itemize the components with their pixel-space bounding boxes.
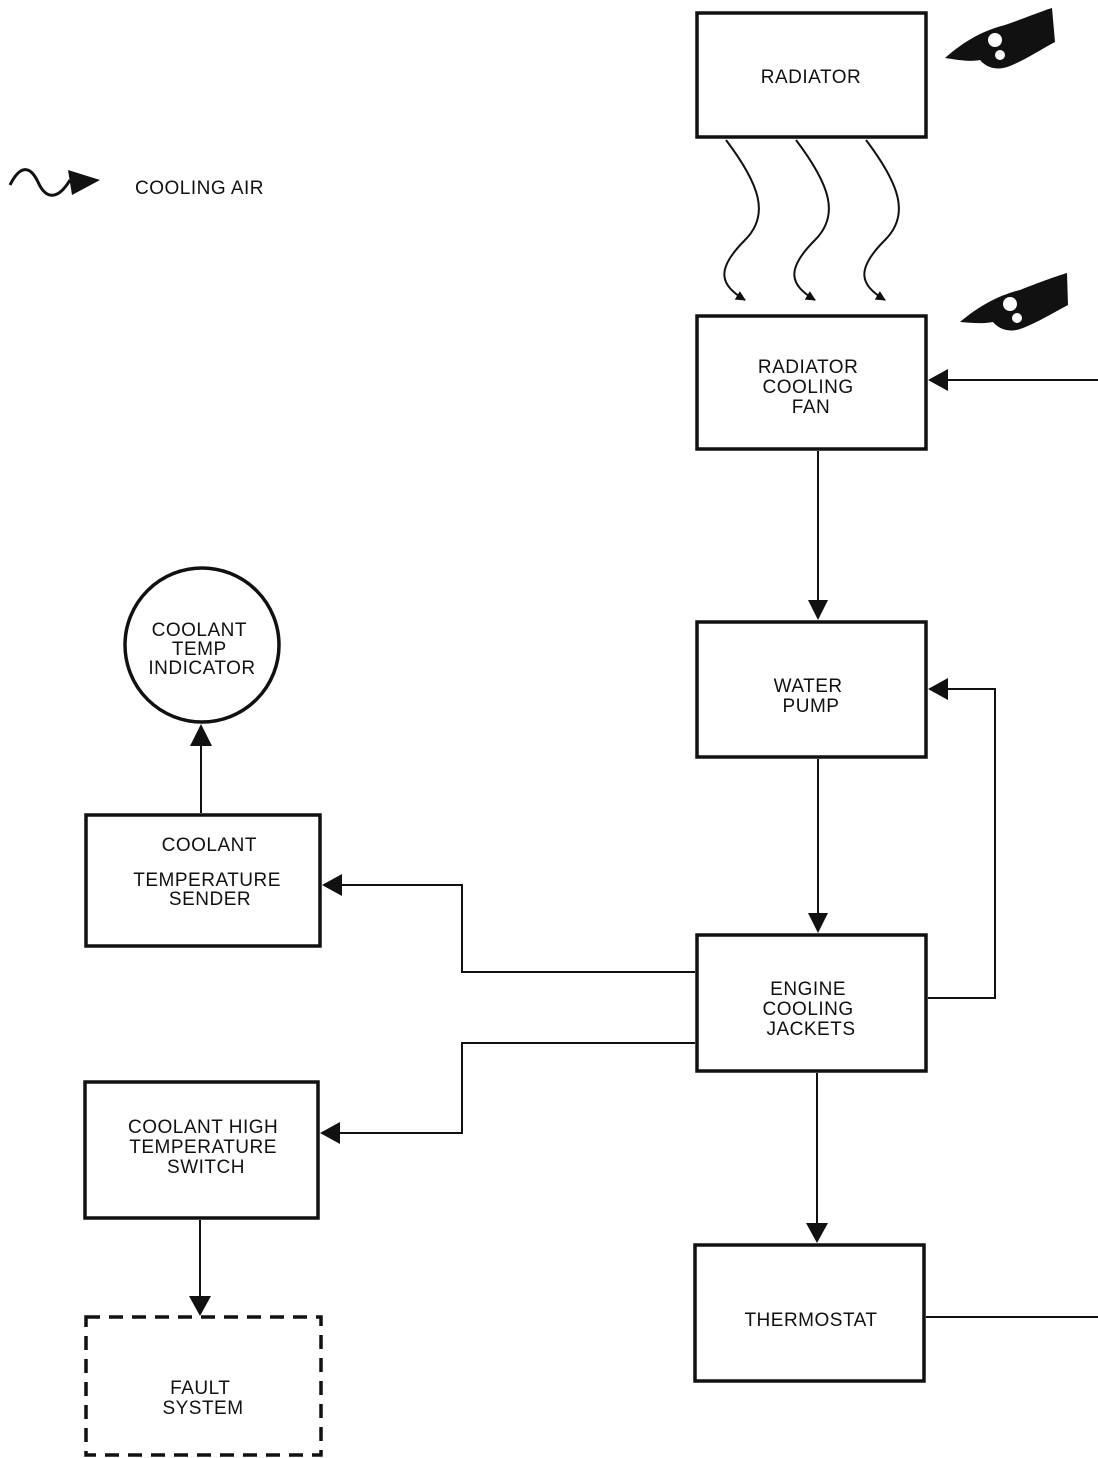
fault-label-line-2: SYSTEM [162,1398,243,1419]
coolant-temp-indicator: COOLANT TEMP INDICATOR [123,566,281,724]
radiator-label: RADIATOR [761,67,861,88]
switch-label-line-1: COOLANT HIGH [128,1117,278,1138]
wavy-arrow-icon [8,168,100,197]
connector-jackets-to-pump [928,688,996,999]
svg-text:ENGINE COOLING JAC: ENGINE COOLING JACKETS [763,979,860,1040]
pointing-hand-icon [960,273,1068,331]
indicator-label-line-2: TEMP [172,639,226,660]
jackets-label-line-2: COOLING [763,999,854,1020]
engine-cooling-jackets-box: ENGINE COOLING JACKETS [695,933,928,1073]
pump-label-line-2: PUMP [783,696,840,717]
connector-jackets-to-sender [340,884,695,973]
fan-label-line-2: COOLING [763,377,854,398]
pump-label-line-1: WATER [774,676,843,697]
legend: COOLING AIR [8,168,264,199]
indicator-label-line-3: INDICATOR [148,658,255,679]
sender-label-line-1: COOLANT [162,835,257,856]
thermostat-box: THERMOSTAT [693,1243,926,1383]
fan-label-line-3: FAN [792,397,830,418]
coolant-temperature-sender-box: COOLANT TEMPERATURE SENDER [84,813,322,948]
jackets-label-line-3: JACKETS [766,1019,855,1040]
jackets-label-line-1: ENGINE [770,979,846,1000]
water-pump-box: WATER PUMP [695,620,928,759]
connector-jackets-to-switch [338,1042,695,1134]
svg-text:FAULT SYSTEM: FAULT SYSTEM [162,1378,243,1419]
coolant-high-temperature-switch-box: COOLANT HIGH TEMPERATURE SWITCH [83,1080,320,1220]
thermostat-label: THERMOSTAT [744,1310,877,1331]
cooling-air-flow [723,139,900,301]
switch-label-line-3: SWITCH [167,1157,245,1178]
svg-text:COOLANT TEMPERATURE: COOLANT TEMPERATURE SENDER [133,835,286,910]
fault-label-line-1: FAULT [170,1378,230,1399]
radiator-box: RADIATOR [695,11,928,139]
indicator-label-line-1: COOLANT [152,620,247,641]
sender-label-line-2: TEMPERATURE [133,870,281,891]
svg-text:COOLANT HIGH TEMPERATURE: COOLANT HIGH TEMPERATURE SWITCH [128,1117,284,1178]
sender-label-line-3: SENDER [169,889,251,910]
connectors [189,369,1098,1318]
radiator-cooling-fan-box: RADIATOR COOLING FAN [695,314,928,451]
pointing-hand-icon [945,8,1055,69]
switch-label-line-2: TEMPERATURE [129,1137,277,1158]
fan-label-line-1: RADIATOR [758,357,858,378]
svg-text:RADIATOR: RADIATOR [761,67,861,88]
svg-text:RADIATOR COOLING F: RADIATOR COOLING FAN [758,357,864,418]
legend-label: COOLING AIR [135,178,264,199]
svg-text:COOLANT TEMP INDIC: COOLANT TEMP INDICATOR [148,620,255,679]
svg-text:THERMOSTAT: THERMOSTAT [744,1310,877,1331]
fault-system-box: FAULT SYSTEM [84,1315,323,1457]
svg-text:WATER PUMP: WATER PUMP [774,676,849,717]
